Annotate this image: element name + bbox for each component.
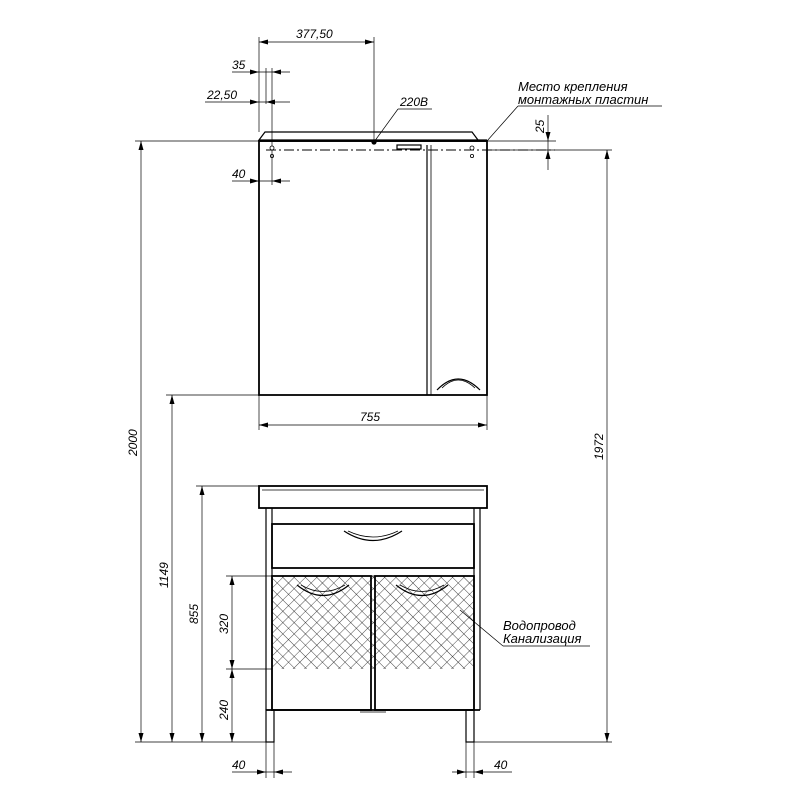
door-right-handle-inner xyxy=(399,584,445,592)
foot-left xyxy=(265,709,275,743)
dim-label-25: 25 xyxy=(533,119,547,134)
foot-right xyxy=(465,709,475,743)
mesh-panel xyxy=(272,576,474,669)
dim-label-35: 35 xyxy=(232,58,246,72)
door-left-handle-inner xyxy=(300,584,346,592)
dim-label-855: 855 xyxy=(187,604,201,624)
dimension-35: 35 xyxy=(232,58,290,146)
arrow-head xyxy=(250,69,259,75)
pipes-note-line2: Канализация xyxy=(503,631,581,646)
dim-label-755: 755 xyxy=(360,410,380,424)
arrow-head xyxy=(229,733,235,742)
arrow-head xyxy=(272,178,281,184)
arrow-head xyxy=(545,132,551,141)
mount-point-right-lower xyxy=(469,153,474,158)
mount-point-right xyxy=(469,145,475,151)
pipes-leader-line xyxy=(459,609,504,647)
drawer-handle-icon xyxy=(343,530,403,541)
dim-label-40-top: 40 xyxy=(232,167,246,181)
socket-leader-line xyxy=(373,108,399,143)
arrow-head xyxy=(199,733,205,742)
arrow-head xyxy=(365,39,374,45)
arrow-head xyxy=(604,733,610,742)
dim-label-40-bottom-left: 40 xyxy=(232,758,246,772)
mounting-note-group: Место крепления монтажных пластин xyxy=(486,79,662,142)
arrow-head xyxy=(259,39,268,45)
arrow-head xyxy=(545,150,551,159)
arrow-head xyxy=(266,99,275,105)
arrow-head xyxy=(229,576,235,585)
socket-220v-label: 220В xyxy=(399,95,428,109)
arrow-head xyxy=(259,422,268,428)
switch-box xyxy=(396,144,422,150)
dimension-320: 320 xyxy=(217,575,272,670)
sink-countertop xyxy=(258,485,488,509)
dimension-25: 25 xyxy=(487,115,556,170)
dim-label-2000: 2000 xyxy=(126,429,140,457)
arrow-head xyxy=(229,660,235,669)
dimension-377-50: 377,50 xyxy=(258,27,375,140)
arrow-head xyxy=(169,733,175,742)
dimension-40-bottom-right: 40 xyxy=(452,742,512,778)
dimension-240: 240 xyxy=(217,669,235,742)
arrow-head xyxy=(229,669,235,678)
arrow-head xyxy=(257,769,266,775)
vanity-unit xyxy=(258,485,488,743)
drawer-front xyxy=(271,523,475,569)
dim-label-1149: 1149 xyxy=(157,562,171,588)
drawer-handle-inner xyxy=(347,530,399,538)
mirror-cabinet-body xyxy=(258,140,488,396)
dim-label-240: 240 xyxy=(217,700,231,721)
arrow-head xyxy=(274,769,283,775)
arrow-head xyxy=(457,769,466,775)
dimension-1149: 1149 xyxy=(157,394,259,742)
mounting-note-line2: монтажных пластин xyxy=(518,92,648,107)
arrow-head xyxy=(250,178,259,184)
dimension-22-50: 22,50 xyxy=(205,88,290,105)
cabinet-top-lamp xyxy=(257,131,487,141)
mirror-cabinet xyxy=(257,131,555,396)
dim-label-22-50: 22,50 xyxy=(206,88,237,102)
arrow-head xyxy=(138,141,144,150)
arrow-head xyxy=(138,733,144,742)
pipes-note-line1: Водопровод xyxy=(503,618,576,633)
socket-label-group: 220В xyxy=(373,95,432,143)
arrow-head xyxy=(478,422,487,428)
mount-point-left xyxy=(269,145,275,151)
arrow-head xyxy=(169,395,175,404)
arrow-head xyxy=(604,150,610,159)
arrow-head xyxy=(272,69,281,75)
arrow-head xyxy=(199,486,205,495)
pipes-note-group: Водопровод Канализация xyxy=(459,609,590,647)
dim-label-1972: 1972 xyxy=(592,433,606,460)
dim-label-320: 320 xyxy=(217,614,231,634)
door-left-handle-icon xyxy=(296,584,350,597)
arrow-head xyxy=(474,769,483,775)
dimension-1972: 1972 xyxy=(474,149,612,743)
dimension-2000: 2000 xyxy=(126,140,266,743)
dimension-855: 855 xyxy=(187,485,259,742)
dim-label-40-bottom-right: 40 xyxy=(494,758,508,772)
dimension-40-top: 40 xyxy=(232,150,290,185)
mounting-note-line1: Место крепления xyxy=(518,79,628,94)
arrow-head xyxy=(250,99,259,105)
dimension-40-bottom-left: 40 xyxy=(232,742,292,778)
dimension-755: 755 xyxy=(258,395,488,430)
door-right-handle-icon xyxy=(395,584,449,597)
dim-label-377-50: 377,50 xyxy=(296,27,333,41)
cabinet-handle-icon xyxy=(436,378,481,391)
mounting-leader-line xyxy=(486,105,519,142)
cabinet-handle-inner xyxy=(441,379,476,389)
